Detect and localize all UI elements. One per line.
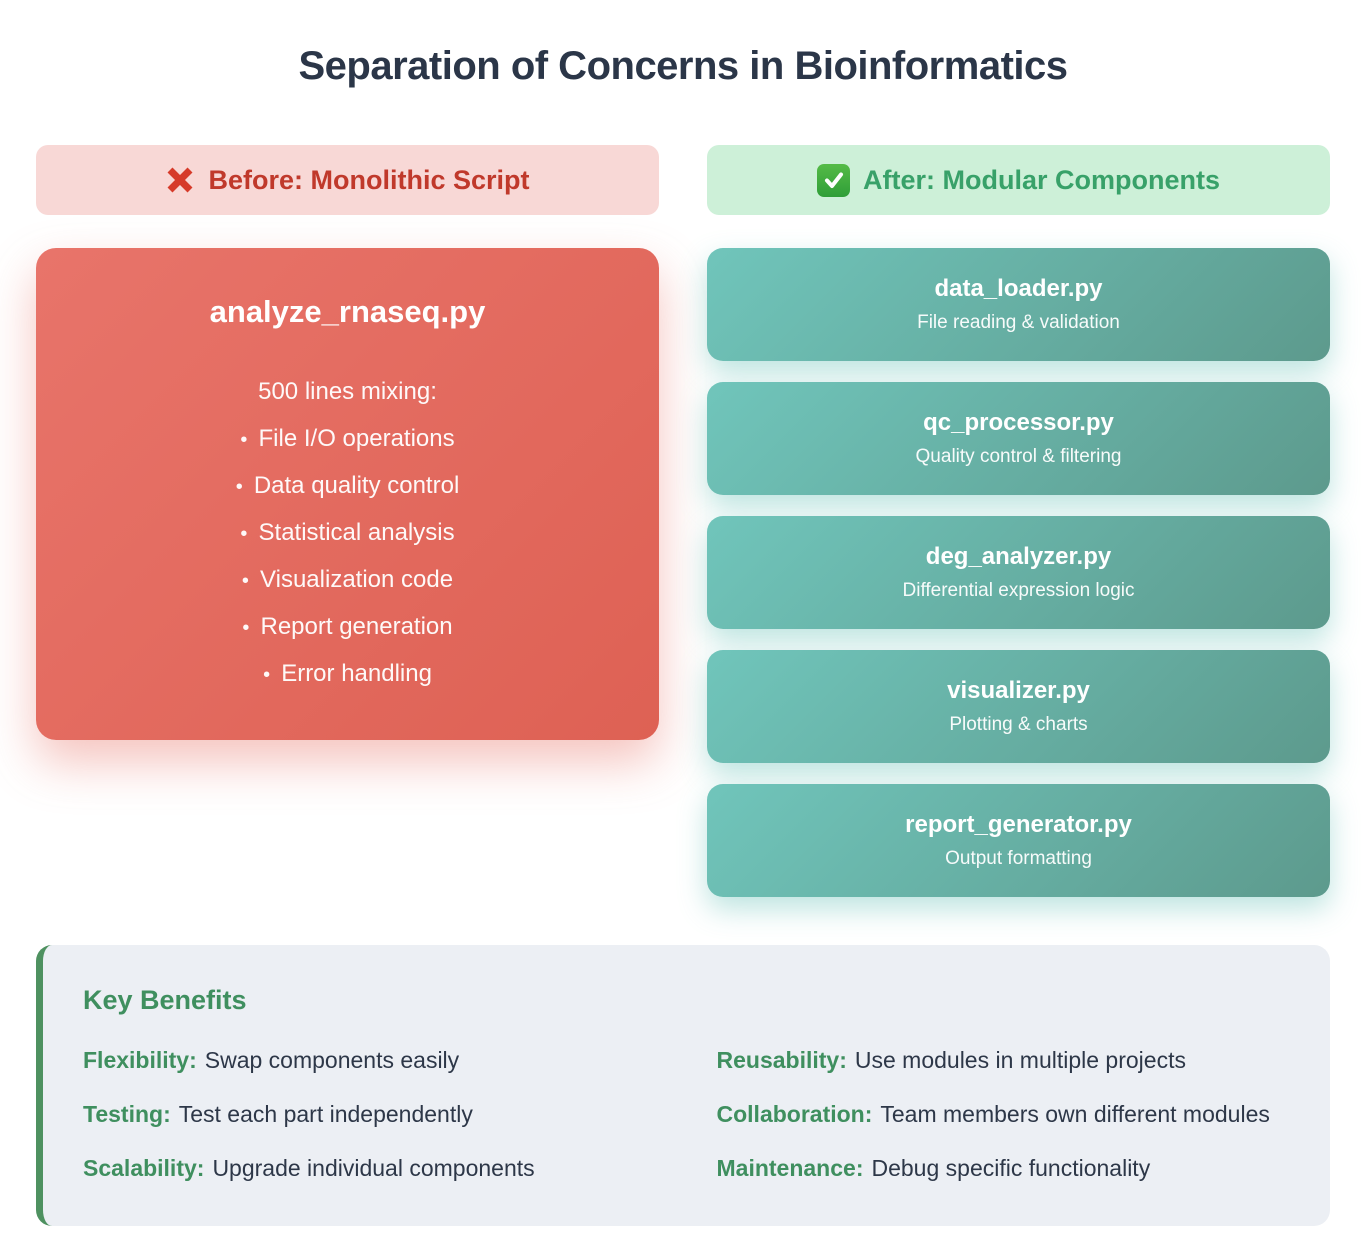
benefit-label: Maintenance: — [716, 1154, 864, 1181]
module-description: File reading & validation — [917, 312, 1120, 333]
benefit-label: Collaboration: — [716, 1100, 873, 1127]
module-description: Output formatting — [945, 848, 1092, 869]
benefit-item-scalability: Scalability: Upgrade individual component… — [83, 1154, 657, 1184]
after-header: After: Modular Components — [707, 145, 1330, 215]
benefit-item-testing: Testing: Test each part independently — [83, 1100, 657, 1130]
list-item: Error handling — [60, 651, 635, 698]
comparison-columns: Before: Monolithic Script analyze_rnaseq… — [36, 145, 1330, 897]
module-card-deg-analyzer: deg_analyzer.py Differential expression … — [707, 516, 1330, 629]
module-filename: data_loader.py — [934, 275, 1103, 302]
benefit-label: Flexibility: — [83, 1047, 197, 1073]
before-column: Before: Monolithic Script analyze_rnaseq… — [36, 145, 659, 740]
before-header-label: Before: Monolithic Script — [208, 164, 530, 195]
module-card-visualizer: visualizer.py Plotting & charts — [707, 650, 1330, 763]
module-description: Differential expression logic — [902, 580, 1135, 601]
benefit-text: Test each part independently — [178, 1100, 473, 1127]
benefit-item-flexibility: Flexibility: Swap components easily — [83, 1046, 657, 1076]
before-header: Before: Monolithic Script — [36, 145, 659, 215]
benefit-label: Testing: — [83, 1100, 171, 1127]
benefit-item-reusability: Reusability: Use modules in multiple proj… — [717, 1046, 1291, 1076]
benefit-label: Scalability: — [83, 1154, 205, 1181]
page-title: Separation of Concerns in Bioinformatics — [298, 44, 1068, 88]
module-filename: qc_processor.py — [923, 409, 1114, 436]
check-mark-icon — [817, 163, 850, 197]
benefit-text: Team members own different modules — [880, 1100, 1270, 1127]
list-item: File I/O operations — [60, 416, 635, 463]
module-filename: report_generator.py — [905, 811, 1132, 838]
monolithic-script-card: analyze_rnaseq.py 500 lines mixing: File… — [36, 248, 659, 740]
key-benefits-grid: Flexibility: Swap components easily Reusa… — [83, 1046, 1290, 1184]
monolithic-script-filename: analyze_rnaseq.py — [209, 294, 486, 329]
benefit-text: Debug specific functionality — [871, 1154, 1151, 1181]
module-filename: visualizer.py — [947, 677, 1090, 704]
list-item: Data quality control — [60, 463, 635, 510]
module-card-data-loader: data_loader.py File reading & validation — [707, 248, 1330, 361]
benefit-text: Upgrade individual components — [212, 1154, 535, 1181]
after-header-label: After: Modular Components — [863, 164, 1220, 195]
benefit-text: Use modules in multiple projects — [854, 1047, 1186, 1073]
monolithic-script-concern-list: File I/O operations Data quality control… — [60, 416, 635, 698]
benefit-item-maintenance: Maintenance: Debug specific functionality — [717, 1154, 1291, 1184]
module-description: Plotting & charts — [949, 714, 1088, 735]
list-item: Statistical analysis — [60, 510, 635, 557]
module-description: Quality control & filtering — [915, 446, 1122, 467]
module-card-report-generator: report_generator.py Output formatting — [707, 784, 1330, 897]
list-item: Visualization code — [60, 557, 635, 604]
benefit-label: Reusability: — [716, 1047, 847, 1073]
module-card-qc-processor: qc_processor.py Quality control & filter… — [707, 382, 1330, 495]
key-benefits-heading: Key Benefits — [83, 985, 247, 1015]
key-benefits-panel: Key Benefits Flexibility: Swap components… — [36, 945, 1330, 1226]
module-filename: deg_analyzer.py — [925, 543, 1112, 570]
monolithic-script-subtitle: 500 lines mixing: — [258, 378, 437, 405]
benefit-text: Swap components easily — [204, 1047, 460, 1073]
cross-mark-icon — [165, 165, 195, 195]
after-column: After: Modular Components data_loader.py… — [707, 145, 1330, 897]
benefit-item-collaboration: Collaboration: Team members own different… — [717, 1100, 1291, 1130]
list-item: Report generation — [60, 604, 635, 651]
